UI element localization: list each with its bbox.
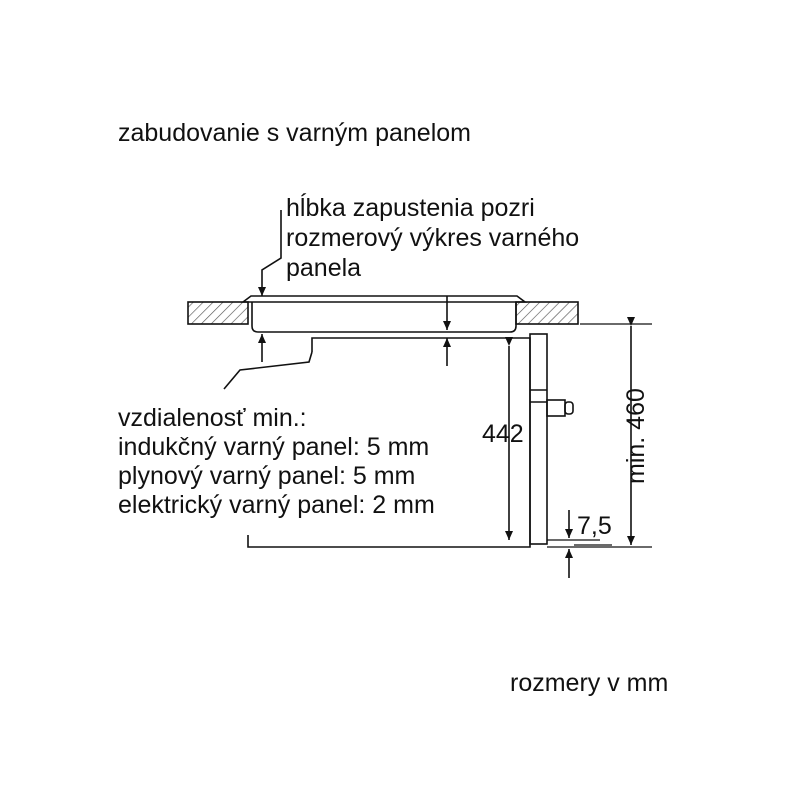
units-note: rozmery v mm <box>510 669 669 697</box>
distance-note-heading: vzdialenosť min.: <box>118 404 307 432</box>
worktop-right <box>515 301 579 325</box>
depth-note-leader <box>258 210 282 296</box>
worktop-left <box>187 301 249 325</box>
oven-slope <box>223 351 313 390</box>
distance-note-induction: indukčný varný panel: 5 mm <box>118 433 430 461</box>
dimension-label-442: 442 <box>482 420 524 448</box>
depth-note-line-3: panela <box>286 254 362 282</box>
depth-note-line-1: hĺbka zapustenia pozri <box>286 194 535 222</box>
hob <box>240 295 528 333</box>
dimension-label-7-5: 7,5 <box>577 512 612 540</box>
distance-note-gas: plynový varný panel: 5 mm <box>118 462 416 490</box>
dimension-label-460: min. 460 <box>622 388 650 484</box>
oven-door <box>529 333 548 545</box>
distance-note-electric: elektrický varný panel: 2 mm <box>118 491 435 519</box>
diagram-title: zabudovanie s varným panelom <box>118 119 471 147</box>
depth-note-line-2: rozmerový výkres varného <box>286 224 580 252</box>
control-knob <box>546 399 566 417</box>
